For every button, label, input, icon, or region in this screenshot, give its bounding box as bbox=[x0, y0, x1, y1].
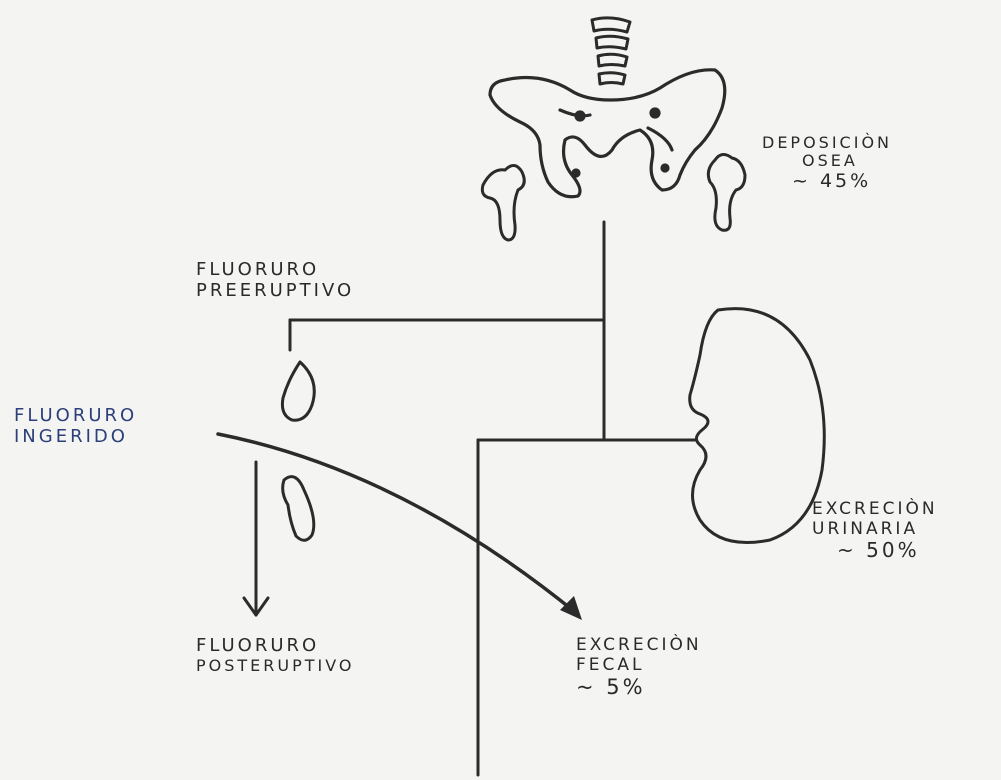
post-line2: POSTERUPTIVO bbox=[196, 657, 355, 675]
kidney-icon bbox=[690, 309, 825, 543]
fecal-pct: ~ 5% bbox=[576, 675, 702, 699]
urinary-line1: EXCRECIÒN bbox=[812, 500, 938, 520]
urinary-pct: ~ 50% bbox=[812, 539, 938, 562]
urinary-line2: URINARIA bbox=[812, 520, 938, 540]
fecal-arrow bbox=[218, 434, 582, 620]
tooth-root-icon bbox=[283, 477, 314, 541]
spine-icon bbox=[592, 18, 630, 84]
fecal-label: EXCRECIÒN FECAL ~ 5% bbox=[576, 636, 702, 699]
fecal-line2: FECAL bbox=[576, 656, 702, 676]
pre-line2: PREERUPTIVO bbox=[196, 281, 354, 302]
femur-left-icon bbox=[482, 165, 524, 240]
fecal-line1: EXCRECIÒN bbox=[576, 636, 702, 656]
urinary-label: EXCRECIÒN URINARIA ~ 50% bbox=[812, 500, 938, 562]
post-line1: FLUORURO bbox=[196, 636, 355, 657]
femur-right-icon bbox=[708, 154, 745, 230]
ingested-line1: FLUORURO bbox=[14, 406, 137, 427]
fecal-arrowhead bbox=[560, 596, 582, 620]
ingested-label: FLUORURO INGERIDO bbox=[14, 406, 137, 447]
bone-deposition-label: DEPOSICIÒN OSEA ~ 45% bbox=[762, 134, 892, 193]
bone-line2: OSEA bbox=[762, 152, 892, 170]
ingested-line2: INGERIDO bbox=[14, 427, 137, 448]
posteruptive-label: FLUORURO POSTERUPTIVO bbox=[196, 636, 355, 675]
bone-pct: ~ 45% bbox=[762, 171, 892, 193]
pre-line1: FLUORURO bbox=[196, 260, 354, 281]
bone-line1: DEPOSICIÒN bbox=[762, 134, 892, 152]
tooth-crown-icon bbox=[282, 362, 314, 420]
preeruptive-label: FLUORURO PREERUPTIVO bbox=[196, 260, 354, 301]
